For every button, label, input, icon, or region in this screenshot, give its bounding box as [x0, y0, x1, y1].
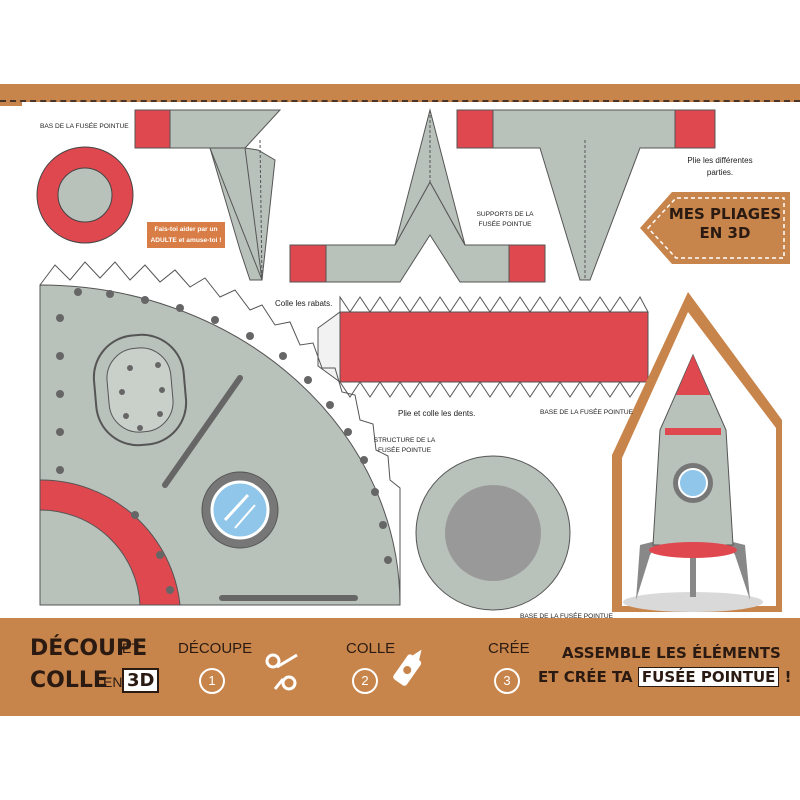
step-1-label: DÉCOUPE — [178, 640, 253, 657]
footer-word-et: ET — [122, 640, 140, 656]
tag-arrow-shape — [640, 192, 790, 264]
step-2-label: COLLE — [346, 640, 396, 657]
dashed-cut-line — [0, 100, 800, 102]
label-base-right: BASE DE LA FUSÉE POINTUE — [540, 409, 634, 416]
cta-highlight: FUSÉE POINTUE — [637, 667, 780, 687]
red-band-with-teeth — [317, 295, 649, 398]
footer-word-decoupe: DÉCOUPE — [30, 636, 148, 661]
rocket-structure-piece — [39, 261, 401, 606]
scissors-icon — [265, 653, 298, 691]
step-2-number: 2 — [352, 668, 378, 694]
label-supports: SUPPORTS DE LA FUSÉE POINTUE — [476, 211, 534, 228]
support-piece-middle — [289, 108, 546, 283]
step-3-label: CRÉE — [488, 640, 530, 657]
glue-icon — [393, 649, 422, 686]
label-bottom-base: BAS DE LA FUSÉE POINTUE — [40, 123, 129, 130]
adult-helper-note: Fais-toi aider par un ADULTE et amuse-to… — [147, 222, 225, 248]
rocket-bottom-ring — [36, 146, 134, 244]
footer-word-en: EN — [103, 674, 123, 690]
tag-title: MES PLIAGES EN 3D — [668, 205, 782, 242]
note-fold-glue-teeth: Plie et colle les dents. — [398, 409, 476, 418]
footer-3d-box: 3D — [122, 668, 160, 693]
label-base-bottom: BASE DE LA FUSÉE POINTUE — [520, 613, 614, 620]
footer-word-3d: 3D — [122, 668, 160, 693]
note-fold-parts: Plie les différentes parties. — [687, 156, 753, 177]
footer-word-colle: COLLE — [30, 668, 108, 693]
step-1-number: 1 — [199, 668, 225, 694]
note-glue-flaps: Colle les rabats. — [275, 299, 333, 308]
cta-prefix: ET CRÉE TA — [538, 668, 633, 686]
label-structure: STRUCTURE DE LA FUSÉE POINTUE — [373, 437, 436, 454]
cta-line-2: ET CRÉE TA FUSÉE POINTUE ! — [538, 667, 792, 687]
rocket-base-disc — [415, 455, 571, 611]
support-piece-left — [134, 109, 282, 281]
step-3-number: 3 — [494, 668, 520, 694]
assembled-rocket-illustration — [612, 292, 782, 612]
support-piece-right — [456, 109, 716, 281]
cta-line-1: ASSEMBLE LES ÉLÉMENTS — [562, 644, 781, 662]
cta-suffix: ! — [784, 668, 792, 686]
